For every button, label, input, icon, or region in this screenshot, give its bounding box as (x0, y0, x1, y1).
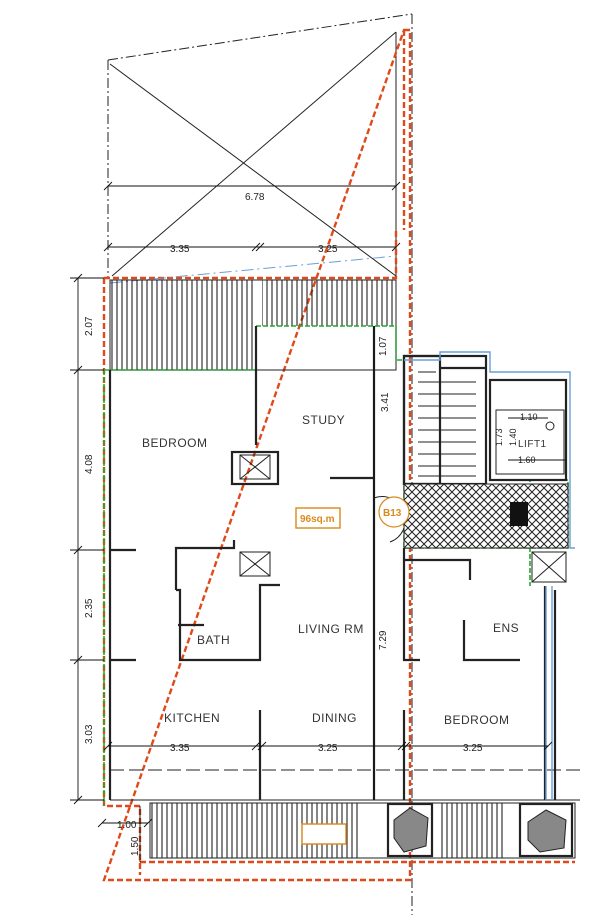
room-label-dining: DINING (312, 711, 357, 725)
balcony-top (109, 279, 397, 371)
area-tag-label: 96sq.m (300, 514, 335, 525)
dim-bottom-left: 1.00 1.50 (97, 806, 153, 862)
dim-bottom-chain: 3.35 3.25 3.25 (103, 741, 553, 754)
balcony-bottom (149, 802, 576, 859)
dim-label-top-right: 3.25 (318, 244, 338, 255)
equipment (510, 502, 528, 526)
dim-label-lift-w2: 1.60 (518, 455, 536, 465)
dim-label-living-height: 7.29 (378, 630, 389, 650)
area-tag: 96sq.m (295, 507, 341, 529)
room-label-bedroom-left: BEDROOM (142, 436, 208, 450)
dim-label-balcony-depth: 1.07 (378, 336, 389, 356)
dim-label-lift-d2: 1.40 (508, 428, 518, 446)
staircase (418, 371, 476, 477)
dim-label-bottom-right: 3.25 (463, 743, 483, 754)
unit-tag-label: B13 (383, 508, 402, 519)
walls (108, 326, 580, 801)
dim-left-chain: 2.07 4.08 2.35 3.03 (70, 273, 104, 805)
unit-tag: B13 (378, 496, 410, 528)
dim-label-vertical-bedroom: 4.08 (84, 454, 95, 474)
dim-label-bottom-depth: 1.50 (130, 836, 141, 856)
room-label-kitchen: KITCHEN (164, 711, 220, 725)
dim-label-bottom-width: 1.00 (117, 820, 137, 831)
shaft-right (531, 551, 567, 583)
dim-interior: 1.07 3.41 7.29 (373, 326, 391, 800)
room-label-study: STUDY (302, 413, 345, 427)
lift-dims: 1.10 1.73 1.40 1.60 (494, 412, 566, 465)
room-label-living: LIVING RM (298, 622, 364, 636)
room-label-bath: BATH (197, 633, 230, 647)
dim-label-lift-d1: 1.73 (494, 428, 504, 446)
room-label-lift: LIFT1 (518, 439, 547, 450)
dim-top-split: 3.35 3.25 (103, 242, 401, 255)
dim-label-vertical-balcony: 2.07 (84, 316, 95, 336)
dim-label-top-total: 6.78 (245, 192, 265, 203)
lobby-hatch (403, 483, 569, 549)
room-label-bedroom-right: BEDROOM (444, 713, 510, 727)
room-label-ens: ENS (493, 621, 519, 635)
dim-label-bottom-mid: 3.25 (318, 743, 338, 754)
dim-label-study-height: 3.41 (380, 392, 391, 412)
boundary-blue (404, 351, 575, 549)
dim-label-bottom-left: 3.35 (170, 743, 190, 754)
dim-label-top-left: 3.35 (170, 244, 190, 255)
dim-label-vertical-mid: 2.35 (84, 598, 95, 618)
dim-label-lift-w: 1.10 (520, 412, 538, 422)
dim-label-vertical-kitchen: 3.03 (84, 724, 95, 744)
dim-top-total: 6.78 (103, 181, 401, 203)
